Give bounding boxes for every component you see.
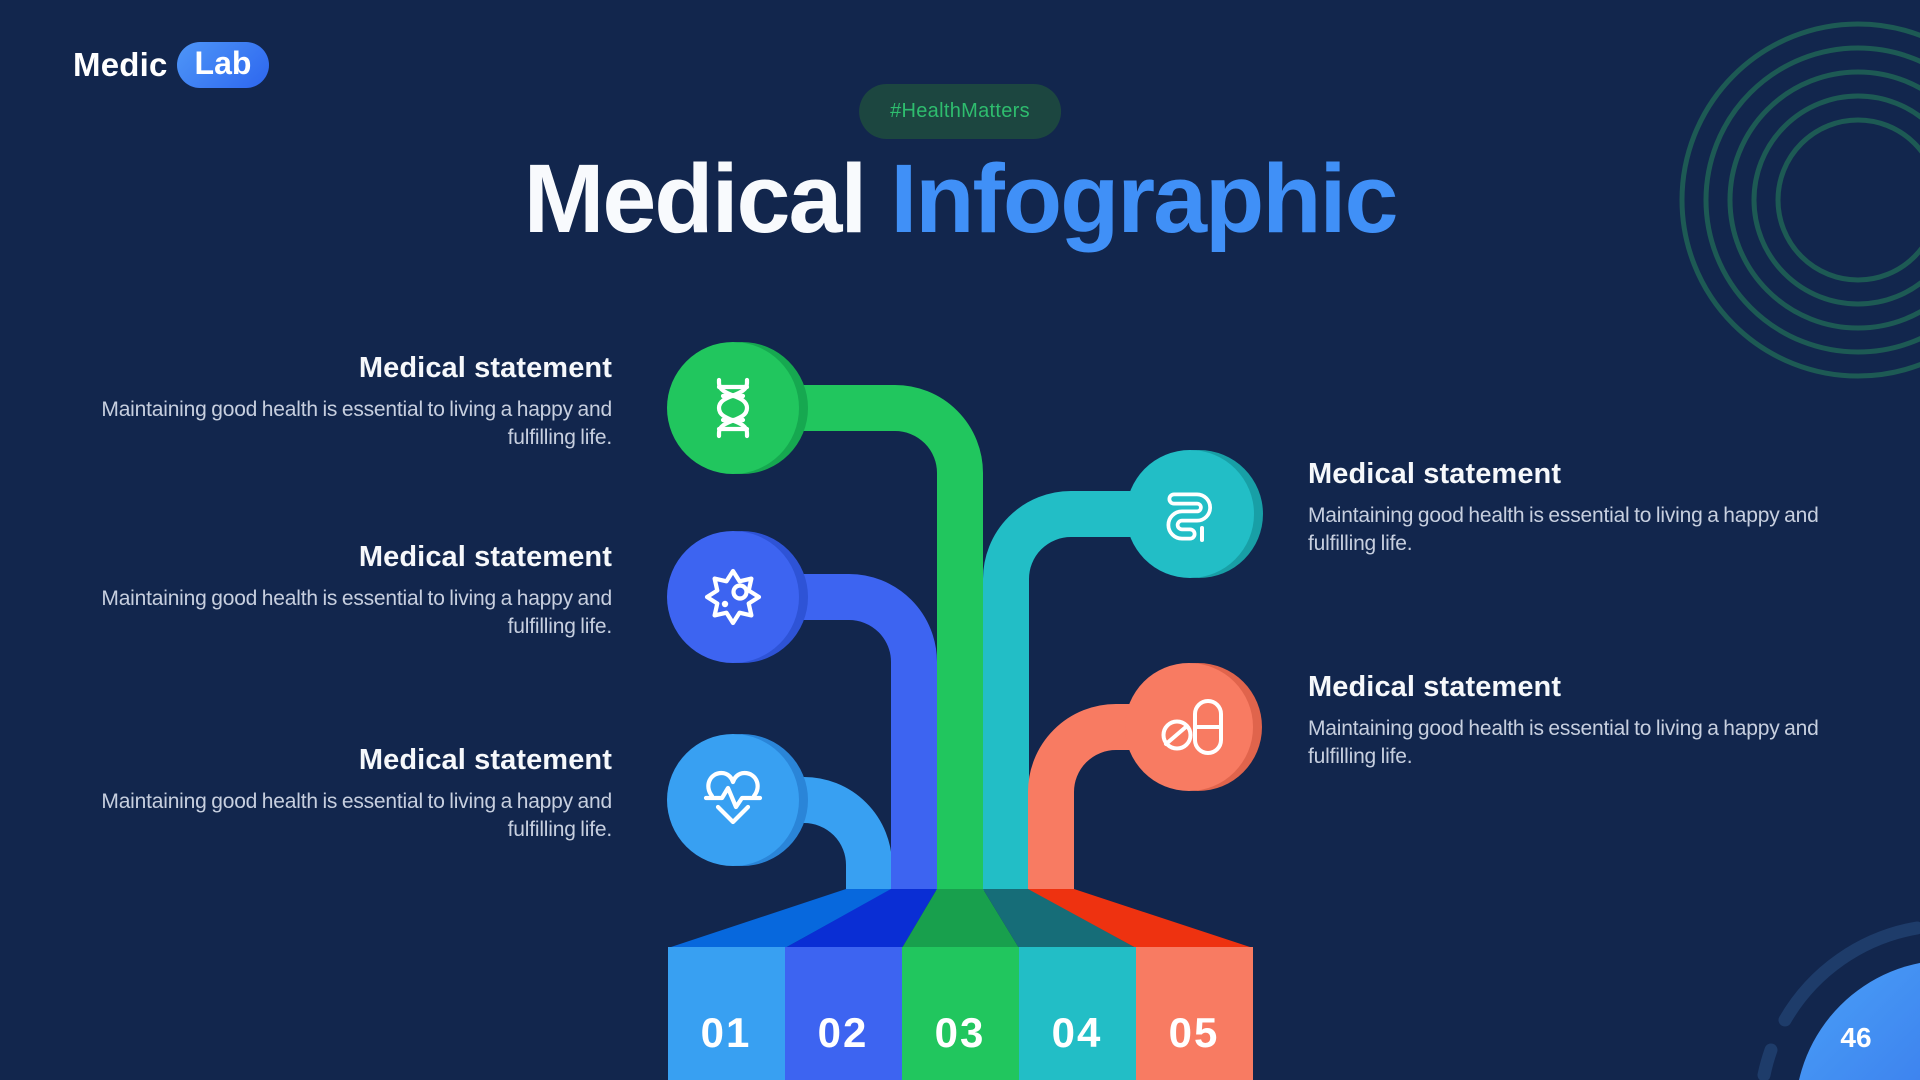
column-04: [1019, 947, 1136, 1080]
page-number-decoration: [1757, 921, 1920, 1080]
statement-body: Maintaining good health is essential to …: [101, 398, 612, 449]
column-label-01: 01: [701, 1009, 752, 1056]
statement-heading: Medical statement: [358, 352, 612, 384]
statement-heading: Medical statement: [358, 541, 612, 573]
column-05: [1136, 947, 1253, 1080]
hashtag-badge: #HealthMatters: [859, 84, 1061, 139]
funnels: [668, 889, 1253, 948]
statement-body: Maintaining good health is essential to …: [1308, 504, 1819, 555]
pipe-pills: [1028, 704, 1189, 891]
intestine-icon: [1166, 492, 1212, 542]
statement-body: Maintaining good health is essential to …: [101, 587, 612, 638]
column-02: [785, 947, 902, 1080]
virus-icon: [704, 568, 762, 626]
statement-heading: Medical statement: [1308, 458, 1562, 490]
logo-prefix: Medic: [73, 46, 168, 84]
column-label-02: 02: [818, 1009, 869, 1056]
title-part-accent: Infographic: [890, 144, 1398, 253]
statement-body: Maintaining good health is essential to …: [1308, 717, 1819, 768]
page-number-circle: [1799, 962, 1920, 1080]
dna-icon: [716, 377, 750, 439]
columns: 01 02 03 04 05: [668, 947, 1253, 1080]
concentric-circles-decoration: [1679, 21, 1920, 379]
logo: Medic Lab: [73, 42, 270, 89]
funnel-05: [1028, 889, 1253, 948]
funnel-03: [902, 889, 1019, 948]
statement-left-3: Medical statement Maintaining good healt…: [67, 744, 612, 844]
pipe-dna: [733, 385, 983, 891]
arc-decoration: [1778, 921, 1920, 1027]
pipe-intestine: [983, 491, 1190, 891]
funnel-04: [983, 889, 1136, 948]
column-label-04: 04: [1052, 1009, 1103, 1056]
pipe-heart: [733, 777, 892, 891]
statement-body: Maintaining good health is essential to …: [101, 790, 612, 841]
pipe-virus: [733, 574, 937, 891]
pipes: [733, 385, 1190, 891]
logo-pill: Lab: [176, 42, 270, 89]
title-part-white: Medical: [523, 144, 868, 253]
statement-left-2: Medical statement Maintaining good healt…: [67, 541, 612, 641]
pills-icon: [1161, 699, 1223, 755]
statement-left-1: Medical statement Maintaining good healt…: [67, 352, 612, 452]
page-number: 46: [1840, 1022, 1872, 1053]
funnel-02: [785, 889, 937, 948]
statement-heading: Medical statement: [358, 744, 612, 776]
column-label-05: 05: [1169, 1009, 1220, 1056]
column-03: [902, 947, 1019, 1080]
icon-nodes: [667, 342, 1263, 866]
virus-node: [667, 531, 799, 663]
page-title: Medical Infographic: [0, 148, 1920, 250]
statement-right-2: Medical statement Maintaining good healt…: [1308, 671, 1853, 771]
heart-pulse-icon: [703, 770, 763, 825]
column-01: [668, 947, 785, 1080]
statement-right-1: Medical statement Maintaining good healt…: [1308, 458, 1853, 558]
statement-heading: Medical statement: [1308, 671, 1562, 703]
funnel-01: [668, 889, 892, 948]
arc-dash-decoration: [1757, 1043, 1778, 1080]
dna-node: [667, 342, 799, 474]
column-label-03: 03: [935, 1009, 986, 1056]
